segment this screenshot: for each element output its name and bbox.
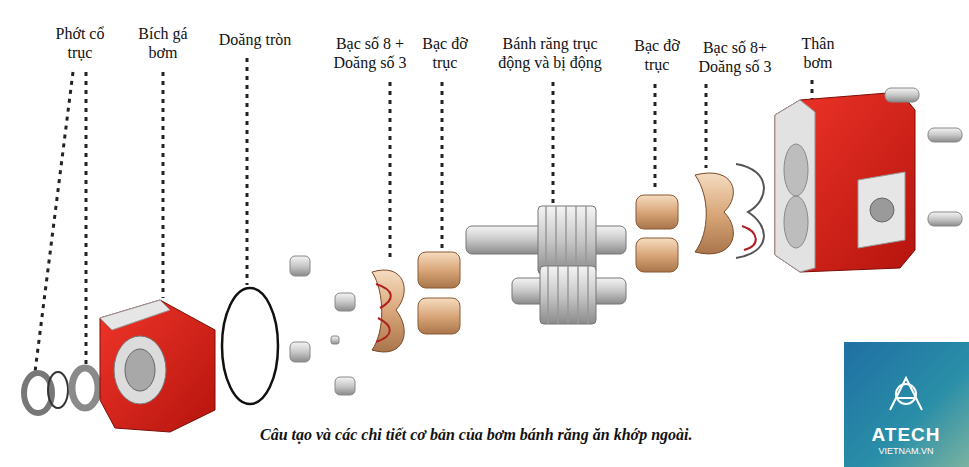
wear-plate — [372, 270, 404, 352]
shaft-seals — [24, 368, 98, 413]
part-label: Doăng tròn — [219, 30, 291, 49]
part-label: Bạc đỡ trục — [415, 34, 475, 72]
small-bushings — [290, 256, 355, 395]
part-label: Thân bơm — [794, 34, 842, 72]
part-label: Bạc số 8 + Doăng số 3 — [320, 34, 420, 72]
part-label: Bạc số 8+ Doăng số 3 — [689, 38, 781, 76]
part-label: Bích gá bơm — [130, 24, 196, 62]
gear-shafts — [466, 206, 626, 324]
bearing-bushes — [418, 252, 460, 334]
watermark-panel — [844, 342, 969, 467]
part-label: Bạc đỡ trục — [627, 36, 687, 74]
part-label: Bánh răng trục động và bị động — [488, 34, 613, 72]
watermark-text: VIETNAM.VN — [878, 446, 933, 456]
wear-plate — [695, 164, 764, 258]
o-ring — [222, 288, 278, 404]
part-label: Phớt cổ trục — [47, 24, 113, 62]
figure-caption: Câu tạo và các chi tiết cơ bản của bơm b… — [260, 426, 692, 444]
mounting-flange — [100, 300, 215, 432]
watermark-logo — [890, 378, 922, 410]
watermark-text: ATECH — [871, 424, 940, 446]
pump-body — [775, 88, 962, 272]
bearing-bushes — [636, 195, 678, 272]
